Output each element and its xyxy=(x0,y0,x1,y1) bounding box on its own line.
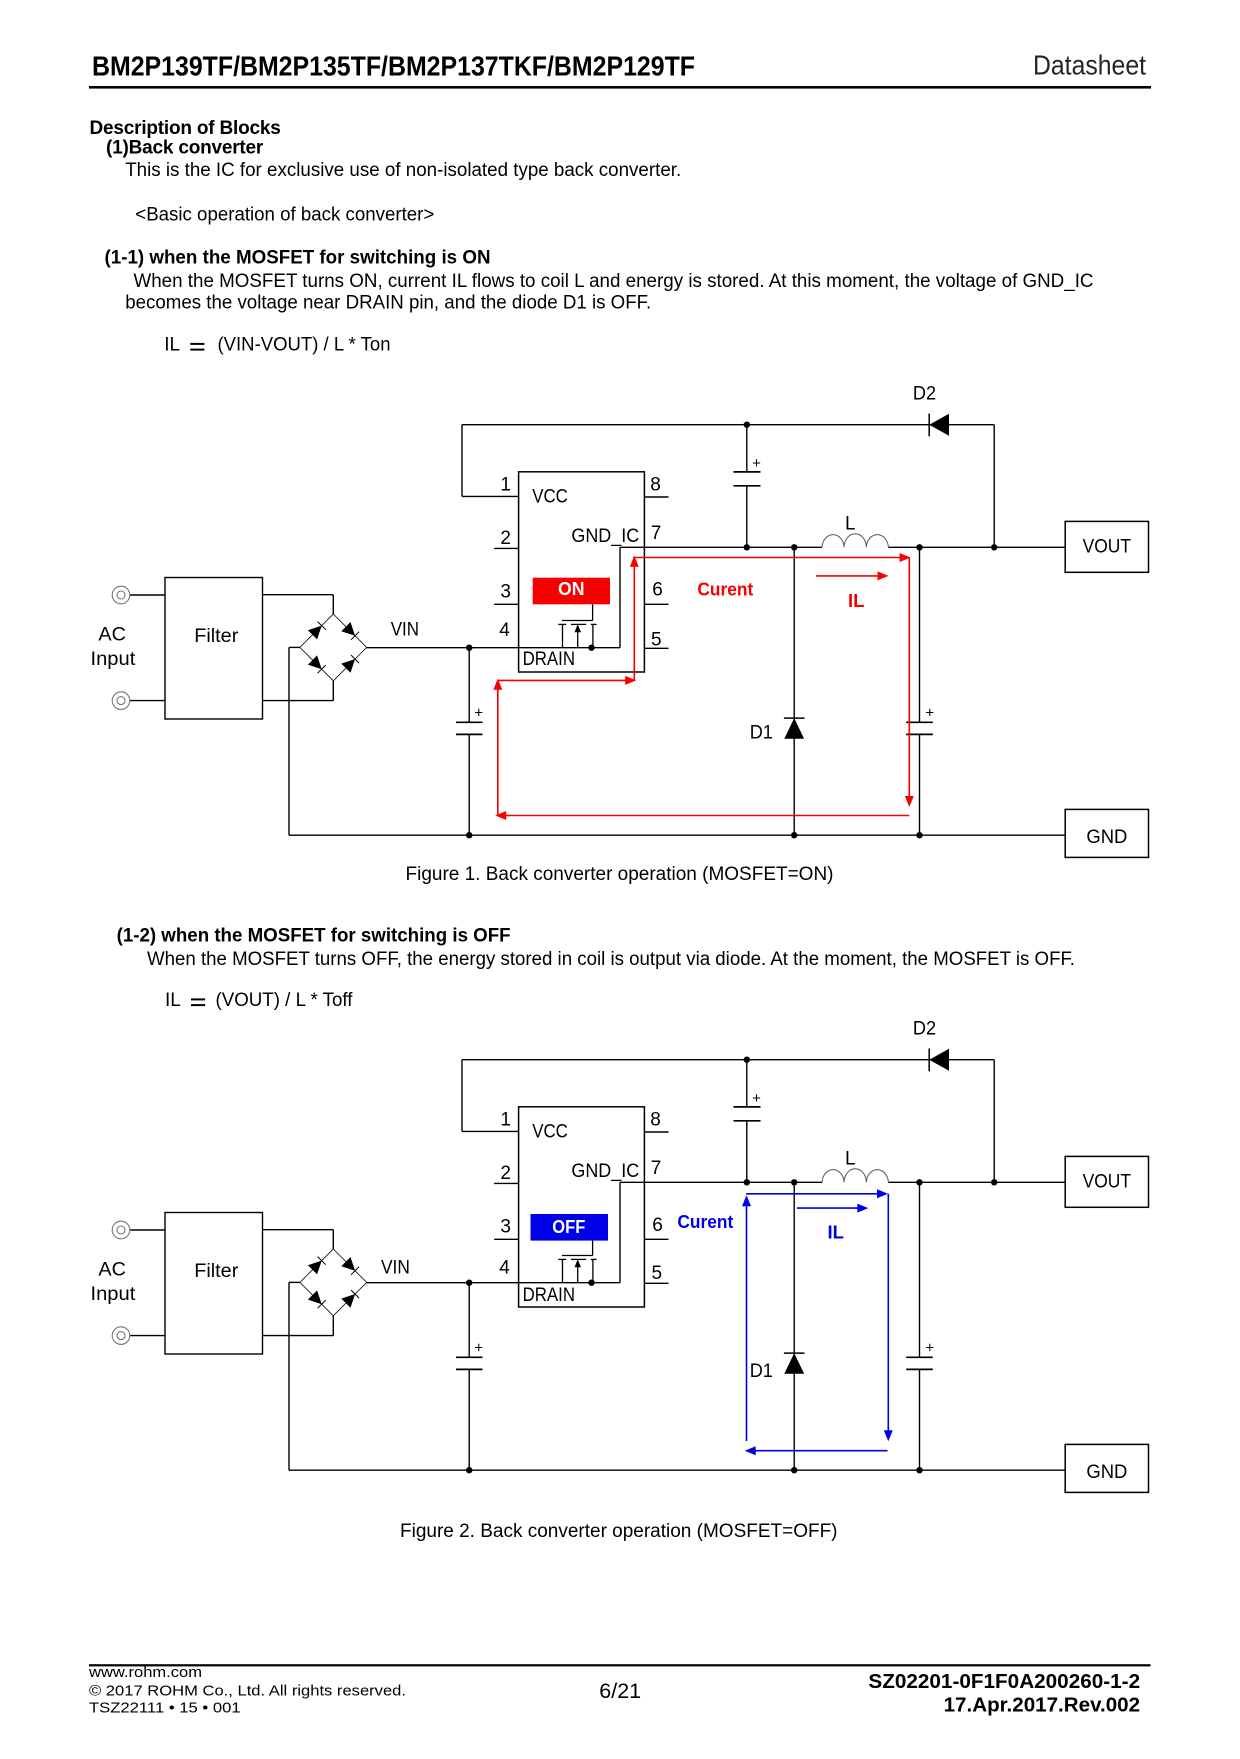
svg-text:DRAIN: DRAIN xyxy=(523,649,575,670)
svg-text:GND_IC: GND_IC xyxy=(571,526,639,547)
svg-text:IL: IL xyxy=(848,590,864,611)
svg-text:D1: D1 xyxy=(750,1361,773,1382)
svg-text:becomes the voltage near DRAIN: becomes the voltage near DRAIN pin, and … xyxy=(125,293,651,314)
svg-text:When the MOSFET turns ON, curr: When the MOSFET turns ON, current IL flo… xyxy=(134,271,1094,292)
svg-text:IL: IL xyxy=(828,1222,844,1243)
svg-text:AC: AC xyxy=(98,625,126,646)
svg-text:1: 1 xyxy=(500,475,511,496)
svg-text:AC: AC xyxy=(98,1260,126,1281)
svg-text:6: 6 xyxy=(652,1215,663,1236)
svg-text:BM2P139TF/BM2P135TF/BM2P137TKF: BM2P139TF/BM2P135TF/BM2P137TKF/BM2P129TF xyxy=(92,50,695,81)
svg-text:(VOUT) / L * Toff: (VOUT) / L * Toff xyxy=(216,990,354,1011)
svg-text:+: + xyxy=(925,704,934,721)
svg-text:+: + xyxy=(752,455,761,472)
svg-text:2: 2 xyxy=(500,528,511,549)
svg-text:GND: GND xyxy=(1086,827,1127,848)
svg-text:Datasheet: Datasheet xyxy=(1033,50,1146,81)
svg-text:GND_IC: GND_IC xyxy=(571,1161,639,1182)
svg-text:7: 7 xyxy=(651,1158,662,1179)
svg-text:Input: Input xyxy=(91,1284,137,1305)
svg-text:VOUT: VOUT xyxy=(1083,1171,1132,1192)
svg-text:VIN: VIN xyxy=(381,1258,410,1279)
svg-text:IL: IL xyxy=(164,335,180,356)
svg-text:(1-1) when the MOSFET for swit: (1-1) when the MOSFET for switching is O… xyxy=(105,247,491,268)
svg-text:6: 6 xyxy=(652,579,663,600)
svg-text:VCC: VCC xyxy=(532,1121,568,1142)
svg-text:SZ02201-0F1F0A200260-1-2: SZ02201-0F1F0A200260-1-2 xyxy=(868,1671,1140,1693)
svg-text:5: 5 xyxy=(652,1263,663,1284)
svg-text:5: 5 xyxy=(651,630,662,651)
svg-text:Figure 2. Back converter opera: Figure 2. Back converter operation (MOSF… xyxy=(400,1521,838,1542)
svg-text:+: + xyxy=(474,1340,483,1357)
svg-text:4: 4 xyxy=(499,1258,510,1279)
svg-text:VIN: VIN xyxy=(391,619,419,640)
svg-text:ON: ON xyxy=(558,578,585,599)
svg-text:VOUT: VOUT xyxy=(1083,536,1132,557)
svg-text:Curent: Curent xyxy=(677,1211,733,1232)
svg-text:2: 2 xyxy=(500,1163,511,1184)
svg-text:TSZ22111 • 15 • 001: TSZ22111 • 15 • 001 xyxy=(89,1699,241,1716)
svg-text:IL: IL xyxy=(165,990,181,1011)
svg-text:<Basic operation of back conve: <Basic operation of back converter> xyxy=(135,204,434,225)
svg-text:4: 4 xyxy=(499,620,510,641)
svg-text:1: 1 xyxy=(500,1110,511,1131)
svg-text:+: + xyxy=(474,705,483,722)
svg-text:DRAIN: DRAIN xyxy=(523,1285,575,1306)
svg-text:Filter: Filter xyxy=(194,1261,239,1282)
svg-text:www.rohm.com: www.rohm.com xyxy=(88,1665,202,1681)
svg-text:8: 8 xyxy=(650,475,661,496)
svg-text:(VIN-VOUT) / L * Ton: (VIN-VOUT) / L * Ton xyxy=(218,335,391,356)
svg-text:GND: GND xyxy=(1086,1462,1127,1483)
svg-text:Curent: Curent xyxy=(697,579,753,600)
svg-text:(1)Back converter: (1)Back converter xyxy=(106,138,264,159)
svg-text:+: + xyxy=(752,1090,761,1107)
svg-text:(1-2) when the MOSFET for swit: (1-2) when the MOSFET for switching is O… xyxy=(117,925,511,946)
svg-text:VCC: VCC xyxy=(532,486,568,507)
svg-text:When the MOSFET turns OFF, the: When the MOSFET turns OFF, the energy st… xyxy=(147,949,1075,970)
svg-text:Input: Input xyxy=(91,649,137,670)
svg-text:OFF: OFF xyxy=(552,1216,585,1237)
svg-text:L: L xyxy=(845,514,856,535)
svg-text:© 2017 ROHM Co., Ltd. All righ: © 2017 ROHM Co., Ltd. All rights reserve… xyxy=(89,1683,406,1700)
svg-text:D2: D2 xyxy=(913,1018,936,1039)
svg-text:L: L xyxy=(845,1149,856,1170)
svg-text:17.Apr.2017.Rev.002: 17.Apr.2017.Rev.002 xyxy=(944,1695,1141,1717)
svg-text:Figure 1. Back converter opera: Figure 1. Back converter operation (MOSF… xyxy=(406,864,834,885)
svg-text:8: 8 xyxy=(650,1110,661,1131)
svg-text:Description of Blocks: Description of Blocks xyxy=(90,118,281,139)
svg-text:3: 3 xyxy=(500,581,511,602)
svg-text:6/21: 6/21 xyxy=(599,1679,641,1703)
svg-text:7: 7 xyxy=(651,523,662,544)
svg-text:+: + xyxy=(925,1339,934,1356)
svg-text:D2: D2 xyxy=(913,383,936,404)
svg-text:D1: D1 xyxy=(750,723,773,744)
svg-text:This is the IC for exclusive u: This is the IC for exclusive use of non-… xyxy=(125,160,681,181)
svg-text:3: 3 xyxy=(500,1216,511,1237)
svg-text:Filter: Filter xyxy=(194,626,239,647)
